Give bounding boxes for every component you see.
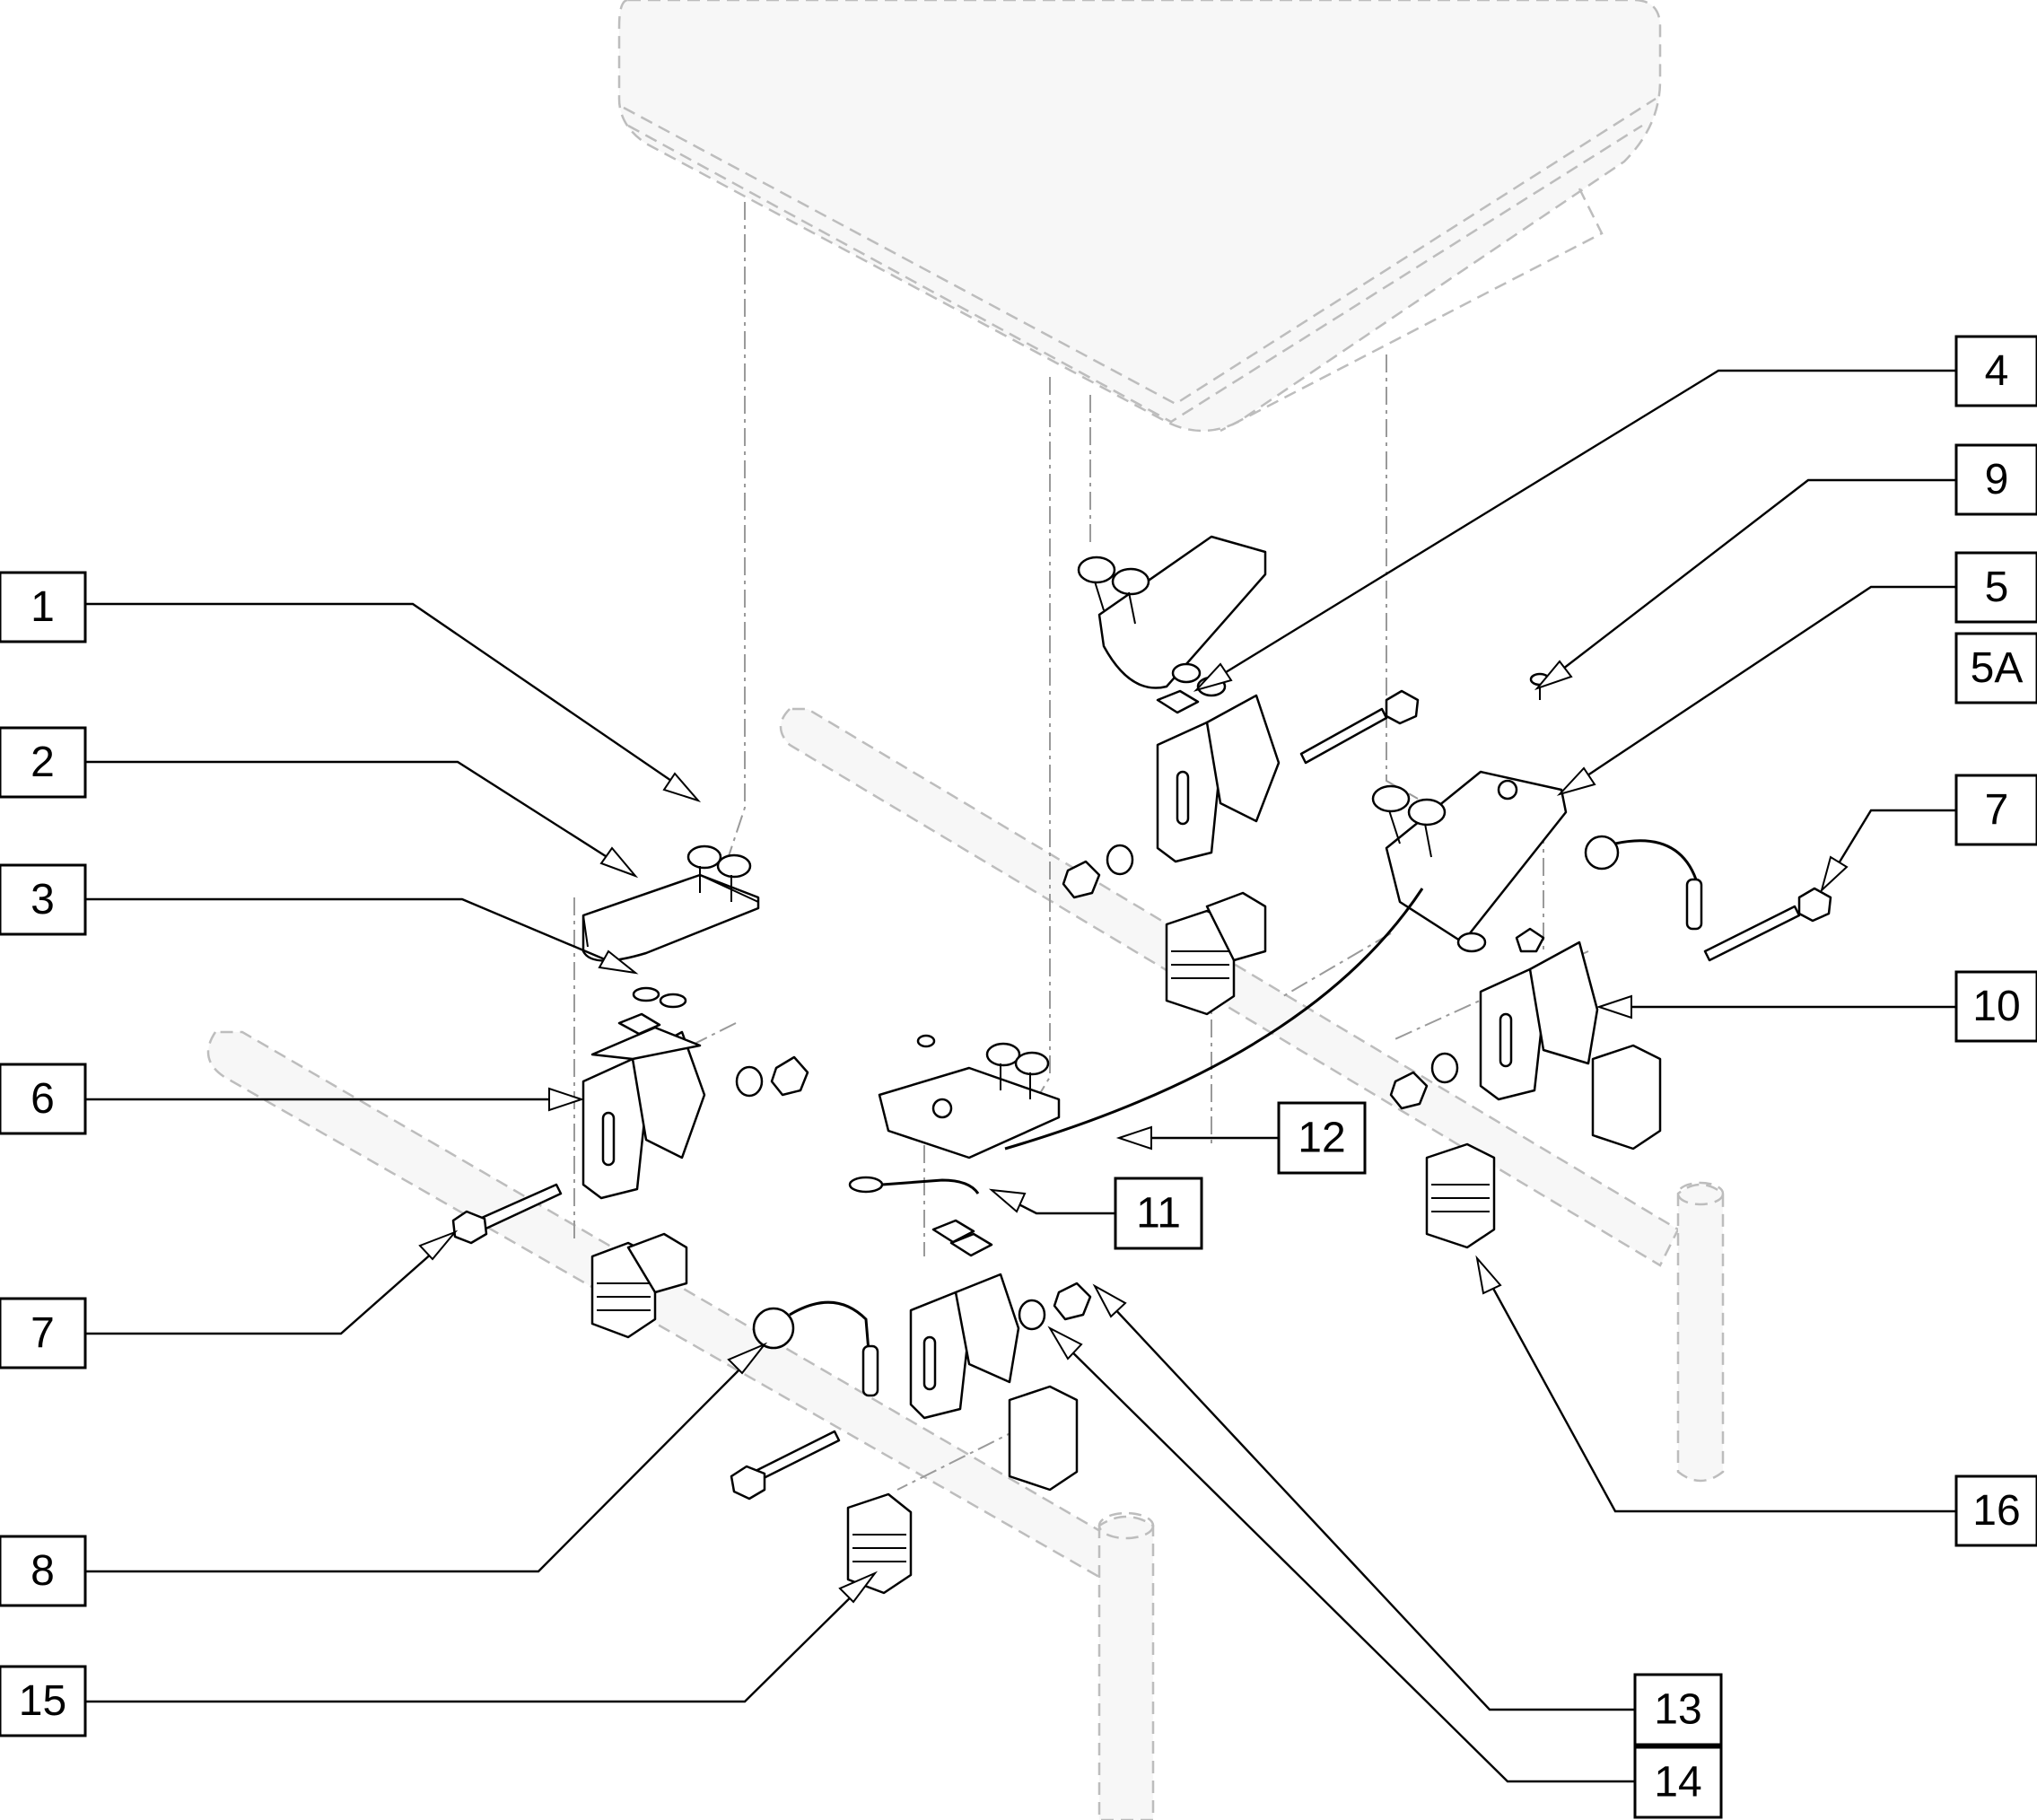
upper-mount-assembly: [1062, 535, 1420, 1016]
callout-12: 12: [1277, 1101, 1367, 1175]
callout-14-label: 14: [1654, 1759, 1701, 1807]
callout-3: 3: [0, 863, 87, 936]
callout-16-label: 16: [1972, 1487, 2020, 1535]
callout-4-label: 4: [1985, 347, 2009, 395]
callout-10: 10: [1954, 970, 2037, 1043]
callout-6: 6: [0, 1063, 87, 1135]
leader-lines: [85, 369, 1956, 1783]
callout-5: 5: [1954, 551, 2037, 624]
callout-9-label: 9: [1985, 456, 2009, 503]
callout-5-label: 5: [1985, 564, 2009, 611]
callout-5a: 5A: [1954, 632, 2037, 704]
callout-9: 9: [1954, 443, 2037, 516]
callout-2: 2: [0, 726, 87, 799]
callout-16: 16: [1954, 1474, 2037, 1547]
callout-3-label: 3: [31, 876, 55, 923]
left-mount-assembly: [451, 844, 913, 1595]
callout-5a-label: 5A: [1971, 644, 2024, 692]
callout-6-label: 6: [31, 1075, 55, 1123]
callout-4: 4: [1954, 335, 2037, 407]
callout-8-label: 8: [31, 1547, 55, 1595]
callout-1-label: 1: [31, 583, 55, 631]
callout-10-label: 10: [1972, 983, 2020, 1030]
release-cable: [1004, 888, 1424, 1151]
callout-15-label: 15: [19, 1677, 66, 1725]
phantom-seat-cushion: [617, 0, 1662, 433]
callout-7-left: 7: [0, 1297, 87, 1369]
callout-11-label: 11: [1136, 1190, 1181, 1238]
center-mount-assembly: [848, 1034, 1092, 1492]
callout-12-label: 12: [1298, 1115, 1345, 1162]
callout-7-right: 7: [1954, 774, 2037, 846]
callout-14: 14: [1633, 1746, 1723, 1819]
callout-2-label: 2: [31, 739, 55, 786]
callout-7-right-label: 7: [1985, 786, 2009, 834]
callout-1: 1: [0, 571, 87, 643]
callout-7-left-label: 7: [31, 1309, 55, 1357]
right-mount-assembly: [1371, 672, 1832, 1249]
callout-13: 13: [1633, 1673, 1723, 1746]
callout-8: 8: [0, 1535, 87, 1607]
callout-15: 15: [0, 1665, 87, 1737]
callout-13-label: 13: [1654, 1686, 1701, 1734]
callout-11: 11: [1114, 1177, 1203, 1250]
